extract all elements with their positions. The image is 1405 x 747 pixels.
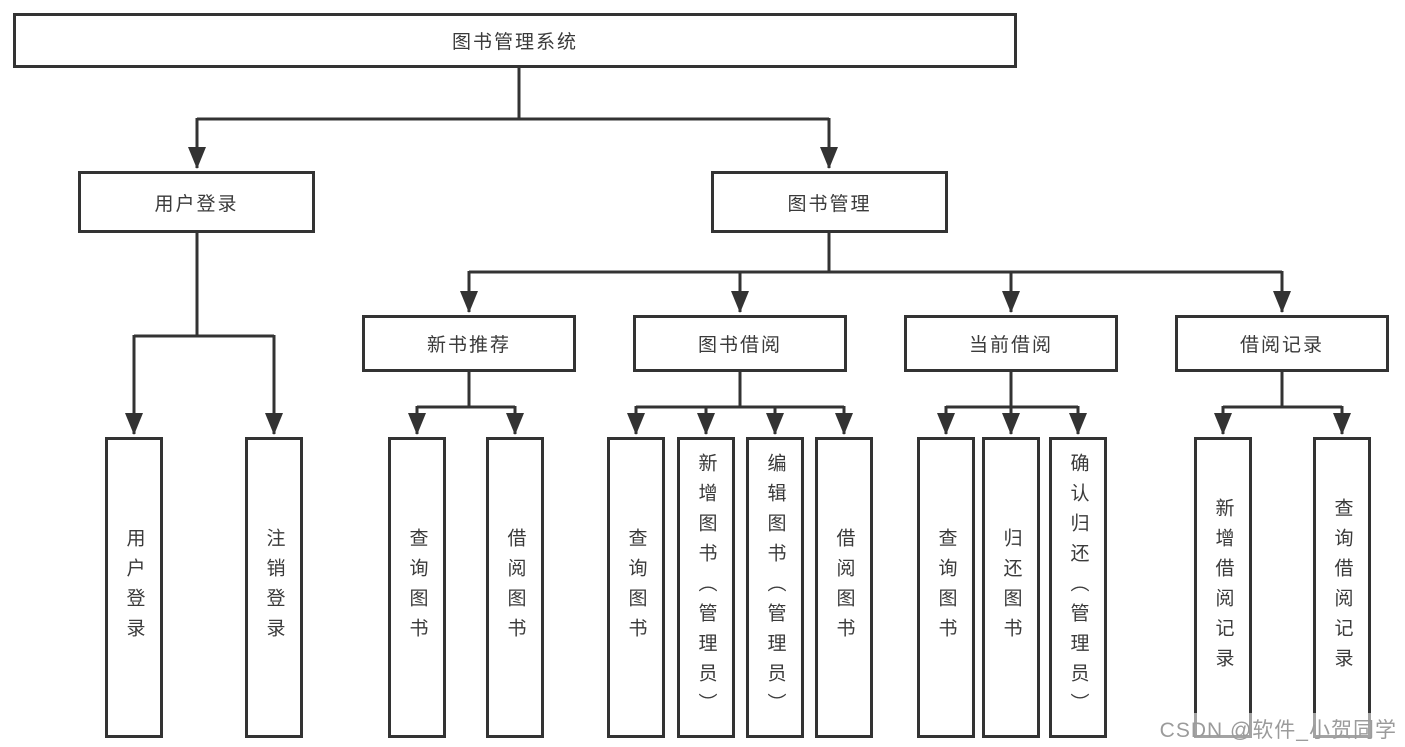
leaf-logout: 注销登录 [245, 437, 303, 738]
leaf-label: 确认归还（管理员） [1067, 452, 1089, 723]
node-book-borrowing: 图书借阅 [633, 315, 847, 372]
leaf-label: 注销登录 [263, 527, 285, 648]
leaf-label: 借阅图书 [504, 527, 526, 648]
leaf-label: 借阅图书 [833, 527, 855, 648]
leaf-borrow-books-recommend: 借阅图书 [486, 437, 544, 738]
leaf-borrow-books: 借阅图书 [815, 437, 873, 738]
leaf-user-login: 用户登录 [105, 437, 163, 738]
leaf-query-borrow-record: 查询借阅记录 [1313, 437, 1371, 738]
leaf-label: 查询图书 [935, 527, 957, 648]
leaf-label: 新增借阅记录 [1212, 497, 1234, 678]
csdn-watermark: CSDN @软件_小贺同学 [1155, 713, 1401, 745]
leaf-label: 查询图书 [406, 527, 428, 648]
node-borrowing-records: 借阅记录 [1175, 315, 1389, 372]
leaf-label: 编辑图书（管理员） [764, 452, 786, 723]
leaf-add-books-admin: 新增图书（管理员） [677, 437, 735, 738]
leaf-label: 归还图书 [1000, 527, 1022, 648]
leaf-confirm-return-admin: 确认归还（管理员） [1049, 437, 1107, 738]
leaf-edit-books-admin: 编辑图书（管理员） [746, 437, 804, 738]
node-user-login: 用户登录 [78, 171, 315, 233]
leaf-label: 查询图书 [625, 527, 647, 648]
node-current-borrowing: 当前借阅 [904, 315, 1118, 372]
leaf-add-borrow-record: 新增借阅记录 [1194, 437, 1252, 738]
leaf-return-books: 归还图书 [982, 437, 1040, 738]
root-node-library-system: 图书管理系统 [13, 13, 1017, 68]
node-new-book-recommendation: 新书推荐 [362, 315, 576, 372]
node-book-management: 图书管理 [711, 171, 948, 233]
leaf-label: 查询借阅记录 [1331, 497, 1353, 678]
leaf-label: 新增图书（管理员） [695, 452, 717, 723]
leaf-label: 用户登录 [123, 527, 145, 648]
leaf-query-books-borrowing: 查询图书 [607, 437, 665, 738]
leaf-query-books-recommend: 查询图书 [388, 437, 446, 738]
leaf-query-books-current: 查询图书 [917, 437, 975, 738]
